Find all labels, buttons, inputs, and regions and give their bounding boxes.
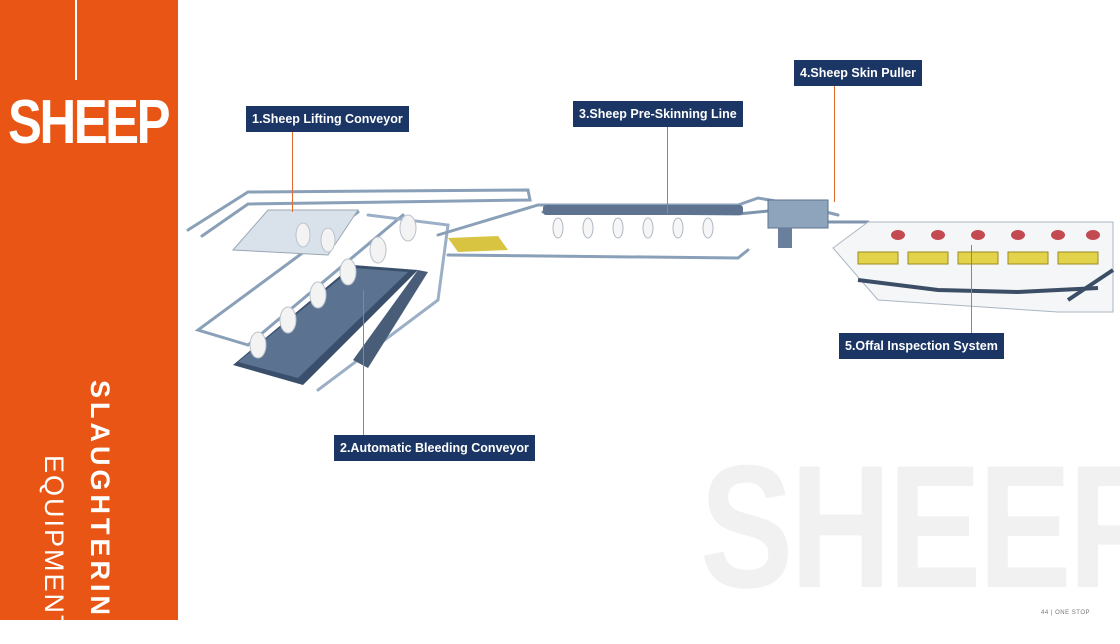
lifting-frame [231, 209, 359, 256]
carcass [295, 222, 311, 248]
inspection-tray [907, 251, 949, 265]
carcass [702, 217, 714, 239]
sidebar-rule [75, 0, 77, 80]
carcass [612, 217, 624, 239]
carcass [320, 227, 336, 253]
leader-line-2 [363, 290, 364, 435]
sidebar-vertical-light: EQUIPMENT [39, 455, 69, 634]
label-offal-inspection-system: 5.Offal Inspection System [839, 333, 1004, 359]
inspection-tray [1057, 251, 1099, 265]
page-footer: 44 | ONE STOP [1041, 610, 1090, 616]
rail-top-segment [186, 188, 532, 238]
leader-line-5 [971, 245, 972, 333]
label-sheep-pre-skinning-line: 3.Sheep Pre-Skinning Line [573, 101, 743, 127]
carcass [642, 217, 654, 239]
carcass [249, 331, 267, 359]
inspection-tray [1007, 251, 1049, 265]
offal-carcass [931, 230, 945, 240]
offal-chute [1066, 268, 1115, 302]
label-automatic-bleeding-conveyor: 2.Automatic Bleeding Conveyor [334, 435, 535, 461]
carcass [369, 236, 387, 264]
bleeding-trough-top [238, 268, 408, 378]
skin-puller-base [778, 228, 792, 248]
pre-skinning-bar [543, 205, 743, 215]
sidebar-panel: SHEEP SLAUGHTERING EQUIPMENT [0, 0, 178, 644]
carcass [672, 217, 684, 239]
rail-lifting-diagonal [194, 210, 405, 347]
offal-carcass [1051, 230, 1065, 240]
carcass [552, 217, 564, 239]
carcass [279, 306, 297, 334]
label-sheep-lifting-conveyor: 1.Sheep Lifting Conveyor [246, 106, 409, 132]
carcass [582, 217, 594, 239]
offal-carcass [1011, 230, 1025, 240]
label-sheep-skin-puller: 4.Sheep Skin Puller [794, 60, 923, 86]
leader-line-1 [292, 132, 293, 212]
inspection-tray [857, 251, 899, 265]
offal-carcass [971, 230, 985, 240]
leader-line-3 [667, 126, 668, 214]
skin-puller-machine [767, 199, 829, 229]
carcass [399, 214, 417, 242]
rail-lower-return [446, 248, 750, 260]
equipment-layout-illustration [186, 188, 1115, 392]
pre-skinning-platform [448, 236, 508, 252]
offal-carcass [1086, 230, 1100, 240]
carcass [339, 258, 357, 286]
carcass [309, 281, 327, 309]
leader-line-4 [834, 86, 835, 202]
sidebar-title: SHEEP [8, 88, 171, 157]
watermark-text: SHEEP [700, 430, 1120, 625]
offal-carcass [891, 230, 905, 240]
gutter-pipe [353, 270, 428, 368]
inspection-tray [957, 251, 999, 265]
offal-chain [857, 278, 1099, 295]
sidebar-vertical-bold: SLAUGHTERING [85, 380, 115, 644]
